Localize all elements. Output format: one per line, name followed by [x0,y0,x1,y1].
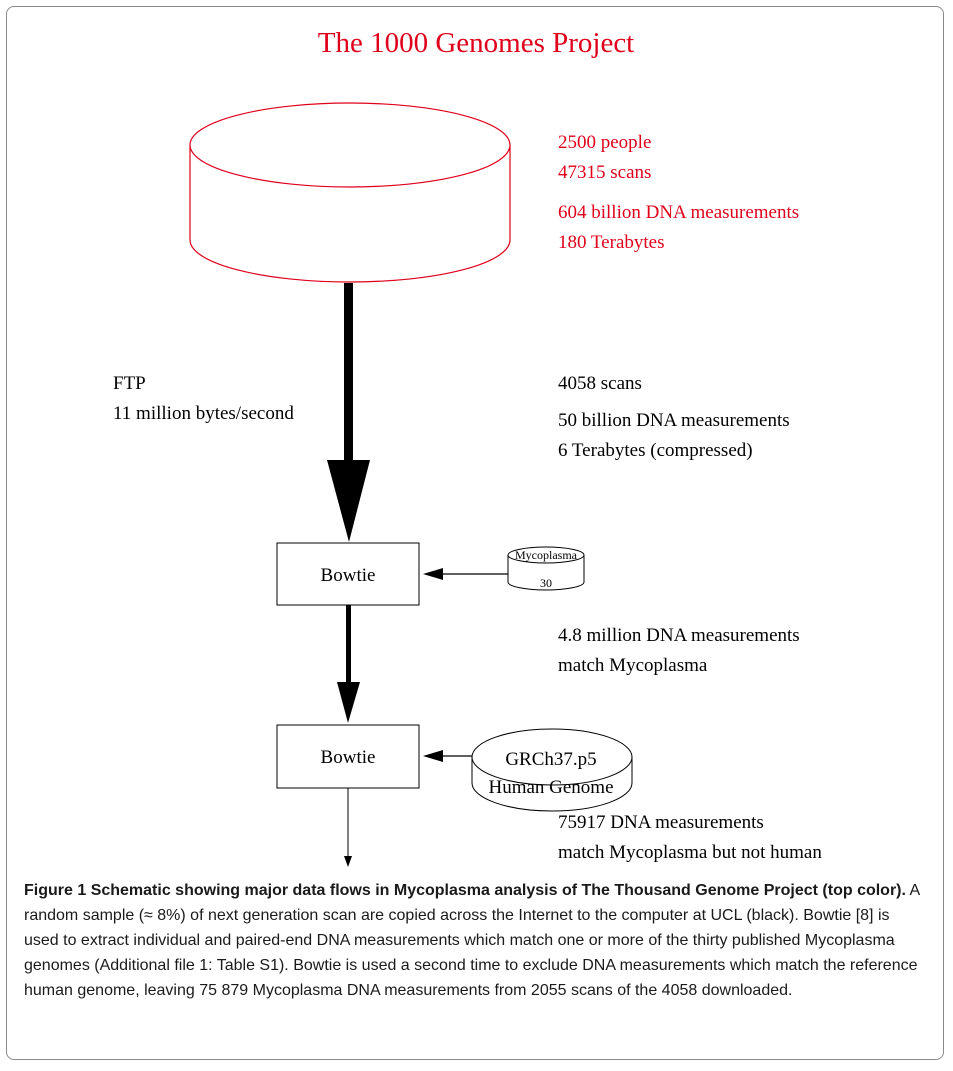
source-stat-people: 2500 people [558,132,651,153]
caption-title: Schematic showing major data flows in My… [90,882,906,899]
source-stat-size: 180 Terabytes [558,232,665,253]
final-stat-measurements: 75917 DNA measurements [558,812,764,833]
download-stat-scans: 4058 scans [558,373,642,394]
caption-figure-label: Figure 1 [24,882,87,899]
figure-caption: Figure 1 Schematic showing major data fl… [24,878,924,1003]
flow-diagram: The 1000 Genomes Project 2500 people 473… [113,27,822,867]
download-stat-size: 6 Terabytes (compressed) [558,440,753,461]
source-database-icon [189,102,511,283]
mycoplasma-database-icon [507,546,585,591]
human-db-label: Human Genome [488,777,613,798]
human-genome-database-icon [471,728,633,812]
mycoplasma-to-bowtie-arrow [423,568,508,580]
mycoplasma-stat-match: match Mycoplasma [558,655,708,676]
diagram-title: The 1000 Genomes Project [318,27,635,59]
caption-body: A random sample (≈ 8%) of next generatio… [24,882,920,999]
figure-frame [6,6,944,1060]
source-stat-measurements: 604 billion DNA measurements [558,202,799,223]
transfer-rate: 11 million bytes/second [113,403,294,424]
human-db-id: GRCh37.p5 [505,749,596,770]
mycoplasma-stat-measurements: 4.8 million DNA measurements [558,625,800,646]
mycoplasma-db-label: Mycoplasma [515,548,578,562]
mycoplasma-db-count: 30 [540,576,552,590]
human-to-bowtie-arrow [423,750,472,762]
bowtie1-to-bowtie2-arrow [337,605,360,723]
source-stat-scans: 47315 scans [558,162,651,183]
ftp-transfer-arrow [327,283,370,542]
transfer-protocol: FTP [113,373,146,394]
output-arrow [344,788,352,867]
bowtie-label-2: Bowtie [321,747,376,768]
bowtie-label-1: Bowtie [321,565,376,586]
download-stat-measurements: 50 billion DNA measurements [558,410,790,431]
final-stat-match: match Mycoplasma but not human [558,842,822,863]
bowtie-box-2 [276,724,420,789]
